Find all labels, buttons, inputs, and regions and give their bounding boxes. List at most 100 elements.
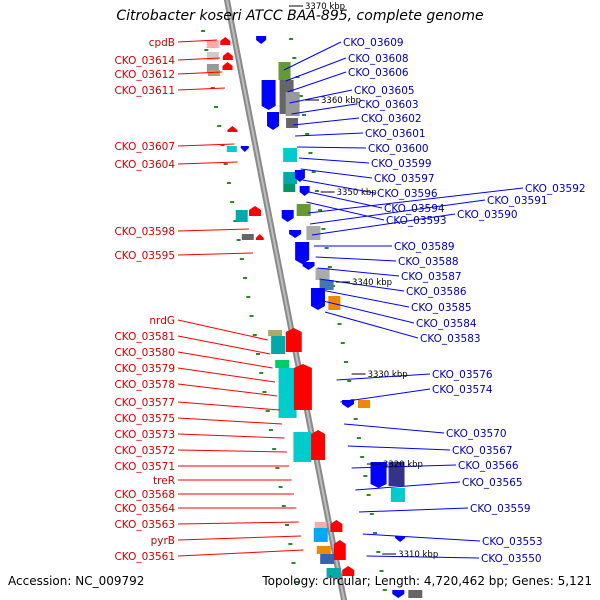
reverse-gene-arrow [289, 230, 302, 238]
reverse-gene-arrow [302, 262, 315, 270]
track-dot [337, 323, 342, 325]
track-dot [366, 494, 371, 496]
leader-line [359, 507, 469, 513]
leader-line [177, 71, 223, 75]
leader-line [177, 319, 268, 341]
right-gene-label: CKO_03599 [371, 158, 432, 170]
leader-line [310, 199, 486, 225]
right-gene-label: CKO_03589 [394, 241, 455, 253]
track-dot [285, 524, 290, 526]
left-gene-label: CKO_03563 [114, 519, 175, 531]
track-dot [223, 163, 228, 165]
reverse-gene-arrow [395, 536, 406, 542]
gene-block [283, 148, 298, 162]
right-gene-label: CKO_03570 [446, 428, 507, 440]
track-dot [360, 456, 365, 458]
leader-line [362, 533, 481, 542]
reverse-gene-arrow [295, 242, 310, 264]
forward-gene-arrow [255, 234, 264, 240]
track-dot [288, 543, 293, 545]
gene-block [326, 568, 341, 578]
leader-line [177, 417, 283, 425]
leader-line [287, 71, 347, 93]
track-dot [353, 418, 358, 420]
track-dot [201, 30, 206, 32]
track-dot [289, 38, 294, 40]
reverse-gene-arrow [267, 112, 280, 130]
gene-labels: cpdBCKO_03614CKO_03612CKO_03611CKO_03607… [114, 37, 585, 565]
left-gene-label: CKO_03575 [114, 413, 175, 425]
left-gene-label: CKO_03581 [114, 331, 175, 343]
leader-line [351, 464, 457, 469]
right-gene-label: CKO_03594 [384, 203, 445, 215]
track-dot [265, 410, 270, 412]
map-title: Citrobacter koseri ATCC BAA-895, complet… [116, 8, 484, 24]
track-dot [344, 361, 349, 363]
leader-line [298, 157, 370, 164]
kbp-tick-label: 3370 kbp [305, 2, 345, 12]
gene-block [314, 522, 327, 530]
track-dot [220, 144, 225, 146]
gene-block [313, 528, 328, 542]
left-gene-label: CKO_03578 [114, 379, 175, 391]
gene-block [235, 210, 248, 222]
gene-block [207, 70, 220, 76]
track-dot [369, 513, 374, 515]
gene-block [278, 62, 291, 80]
leader-line [177, 161, 238, 165]
right-gene-label: CKO_03592 [525, 183, 586, 195]
right-gene-label: CKO_03584 [416, 318, 477, 330]
leader-line [319, 278, 405, 292]
track-dot [272, 448, 277, 450]
gene-block [319, 280, 334, 290]
left-gene-label: CKO_03572 [114, 445, 175, 457]
left-gene-label: CKO_03579 [114, 363, 175, 375]
track-dot [239, 258, 244, 260]
track-dot [340, 342, 345, 344]
gene-features [206, 36, 423, 598]
right-gene-label: CKO_03602 [361, 113, 422, 125]
leader-line [177, 57, 220, 61]
track-dot [298, 95, 303, 97]
left-gene-label: CKO_03598 [114, 226, 175, 238]
left-gene-label: CKO_03568 [114, 489, 175, 501]
right-gene-label: CKO_03587 [401, 271, 462, 283]
left-gene-label: CKO_03573 [114, 429, 175, 441]
left-gene-label: nrdG [149, 315, 175, 327]
leader-line [308, 187, 524, 214]
right-gene-label: CKO_03605 [354, 85, 415, 97]
leader-line [311, 213, 456, 236]
track-dot [275, 467, 280, 469]
leader-line [289, 89, 353, 104]
forward-gene-arrow [285, 328, 302, 352]
leader-line [324, 311, 419, 339]
leader-line [283, 41, 342, 71]
gene-block [320, 554, 335, 564]
leader-line [321, 289, 410, 308]
backbone-highlight [225, 0, 346, 600]
right-gene-label: CKO_03553 [482, 536, 543, 548]
gene-block [206, 40, 219, 48]
left-gene-label: CKO_03580 [114, 347, 175, 359]
leader-line [177, 367, 276, 383]
left-gene-label: CKO_03614 [114, 55, 175, 67]
leader-line [177, 143, 235, 147]
track-dot [314, 190, 319, 192]
right-gene-label: CKO_03583 [420, 333, 481, 345]
track-dot [308, 152, 313, 154]
genome-summary-text: Topology: circular; Length: 4,720,462 bp… [262, 574, 592, 588]
leader-line [177, 335, 271, 355]
track-dot [302, 114, 307, 116]
track-dot [246, 296, 251, 298]
track-dot [356, 437, 361, 439]
left-gene-label: CKO_03607 [114, 141, 175, 153]
reverse-gene-arrow [294, 170, 305, 182]
right-gene-label: CKO_03609 [343, 37, 404, 49]
gene-block [316, 546, 331, 554]
left-gene-label: treR [153, 475, 175, 487]
leader-line [300, 168, 373, 179]
reverse-gene-arrow [310, 288, 325, 310]
right-gene-label: CKO_03585 [411, 302, 472, 314]
leader-line [336, 373, 431, 381]
